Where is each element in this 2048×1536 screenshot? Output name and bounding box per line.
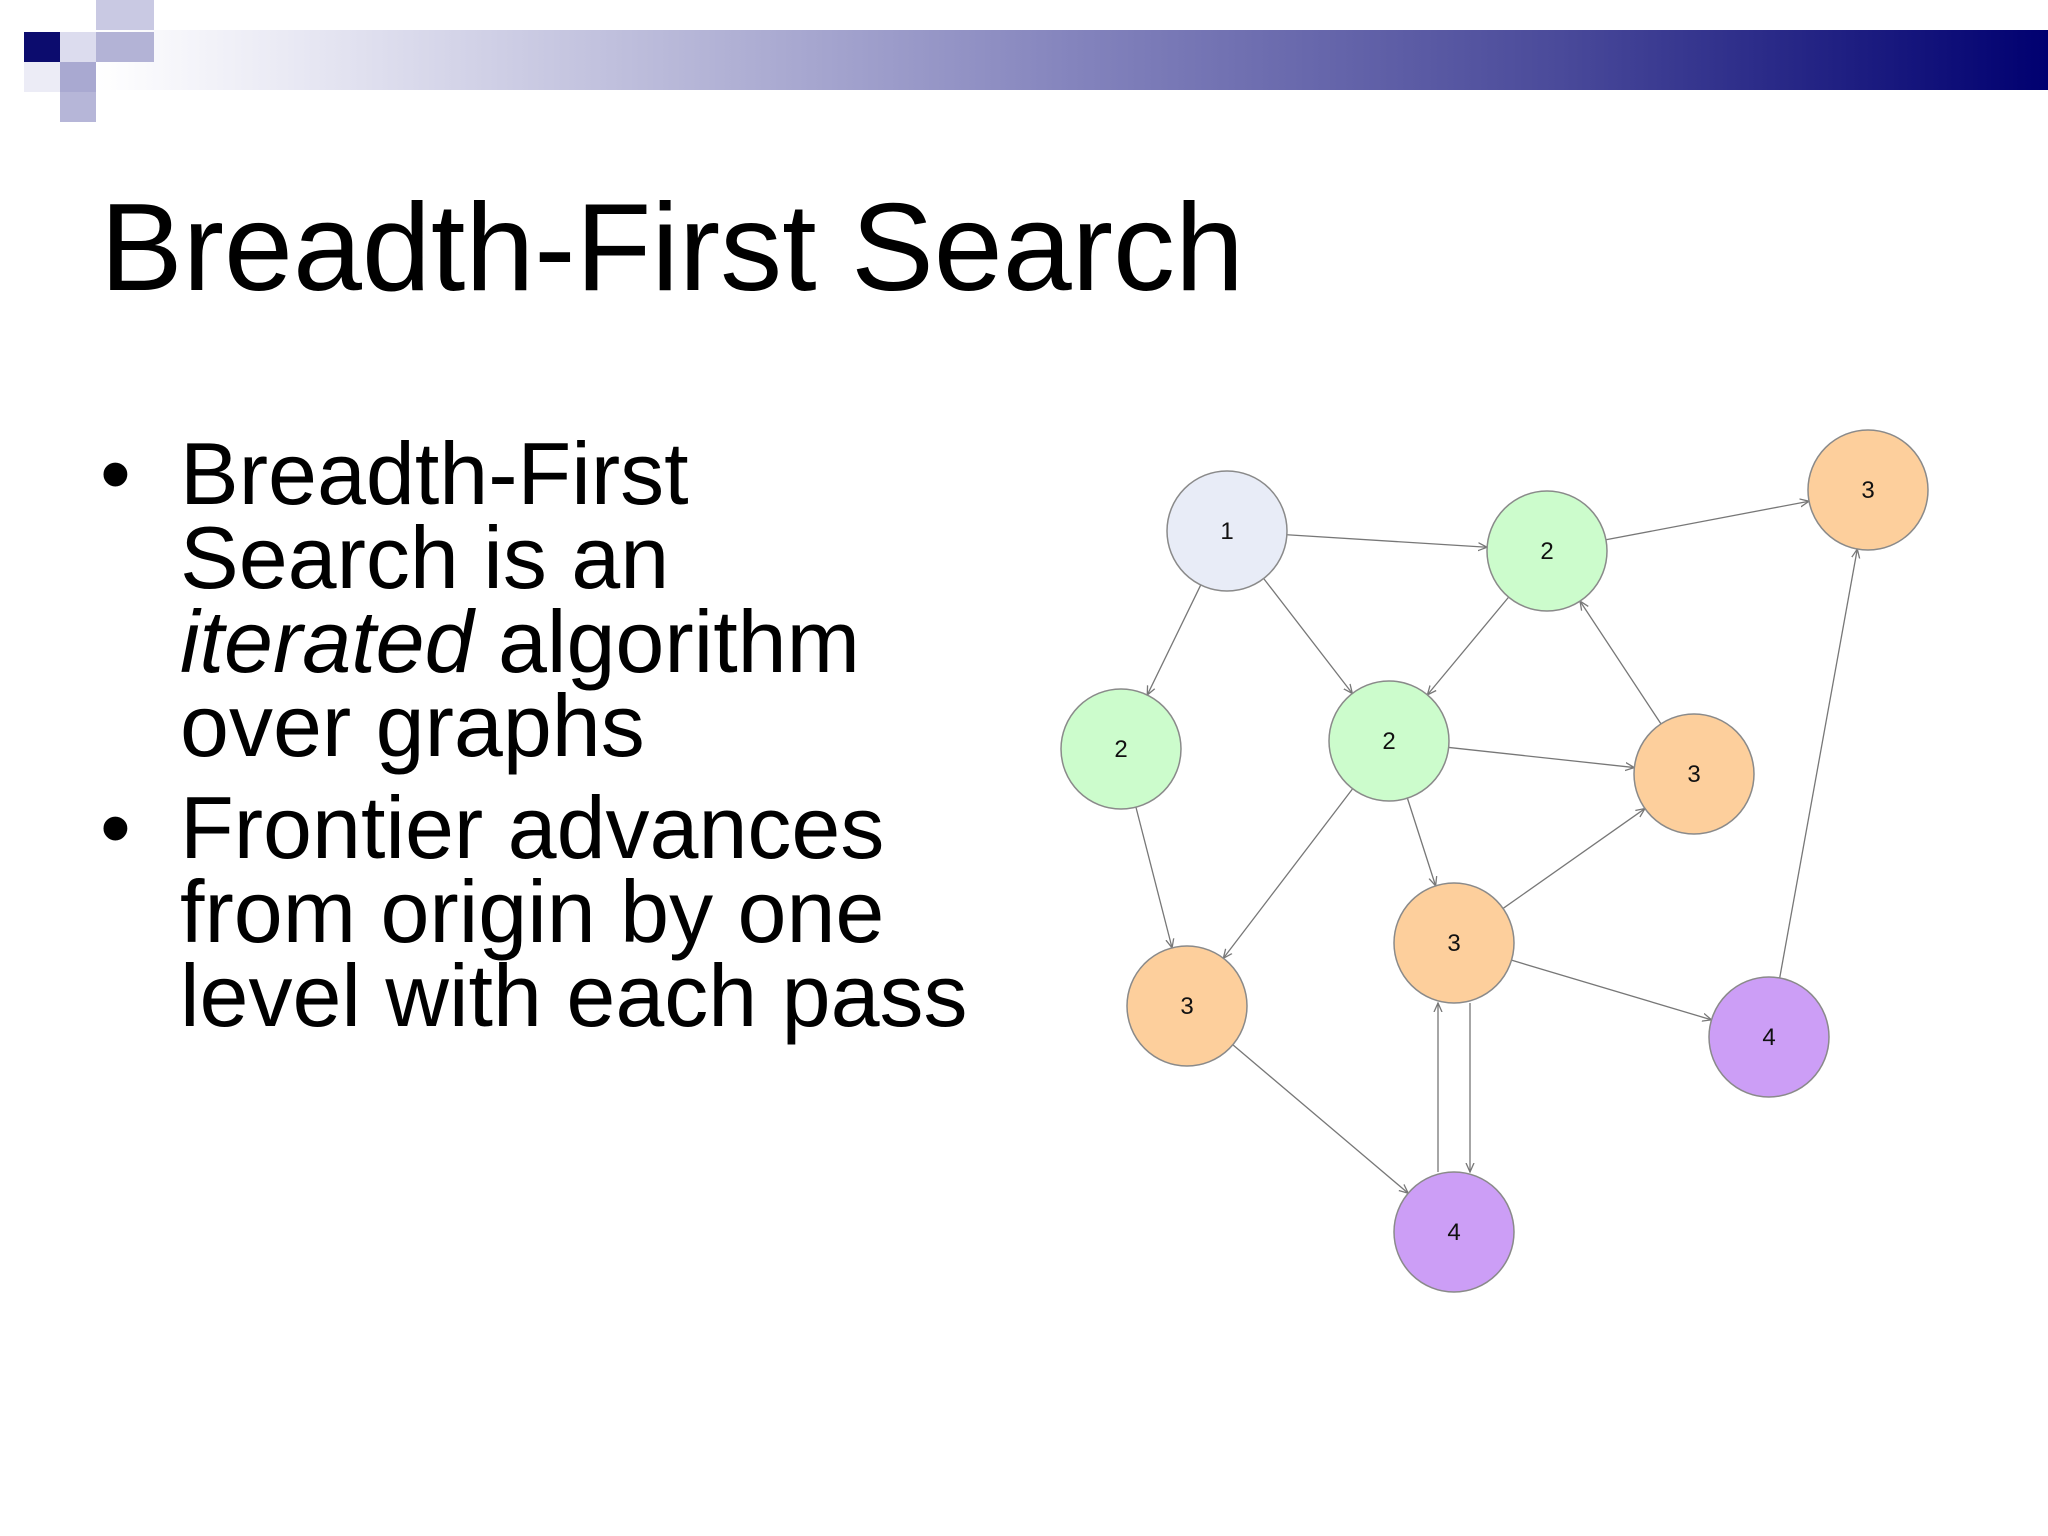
graph-node-circle	[1328, 680, 1450, 802]
graph-node-level-3: 3	[1126, 945, 1248, 1067]
graph-edge-n1-n2b	[1263, 578, 1353, 694]
graph-node-label: 2	[1540, 538, 1553, 565]
graph-edge-n3c-n4a	[1511, 959, 1711, 1020]
graph-node-circle	[1060, 688, 1182, 810]
bullet-line-rest: algorithm	[473, 592, 860, 691]
graph-node-circle	[1166, 470, 1288, 592]
graph-edge-n3c-n3b	[1502, 809, 1645, 909]
graph-node-label: 1	[1220, 518, 1233, 545]
graph-edge-n1-n2a	[1147, 584, 1202, 695]
graph-node-level-2: 2	[1486, 490, 1608, 612]
header-square	[24, 62, 60, 92]
graph-nodes: 1 2 2 2 3 3 3 3 4 4	[1060, 429, 1929, 1293]
graph-node-label: 3	[1861, 477, 1874, 504]
bullet-line: Search is an	[180, 508, 670, 607]
bullet-marker: •	[100, 778, 131, 877]
bullet-line: iterated algorithm	[180, 598, 1060, 686]
header-gradient-bar	[96, 30, 2048, 90]
header-square	[96, 32, 154, 62]
header-square	[60, 92, 96, 122]
bullet-marker: •	[100, 424, 131, 523]
graph-node-label: 3	[1180, 993, 1193, 1020]
graph-node-level-3: 3	[1393, 882, 1515, 1004]
header-square	[60, 32, 96, 62]
graph-node-label: 4	[1447, 1219, 1460, 1246]
graph-edge-n3b-n2c	[1580, 601, 1662, 725]
graph-node-label: 3	[1447, 930, 1460, 957]
graph-node-label: 2	[1114, 736, 1127, 763]
bullet-line: Frontier advances	[180, 778, 885, 877]
slide-header-decoration	[0, 0, 2048, 122]
graph-edge-n2b-n3a	[1223, 788, 1354, 959]
graph-node-circle	[1807, 429, 1929, 551]
graph-edge-n1-n2c	[1286, 534, 1487, 548]
graph-node-circle	[1126, 945, 1248, 1067]
bullet-item: • Breadth-First Search is an iterated al…	[100, 424, 1060, 775]
header-square	[96, 0, 154, 30]
graph-node-label: 4	[1762, 1024, 1775, 1051]
graph-edge-n4a-n3d	[1779, 549, 1858, 979]
graph-node-level-4: 4	[1708, 976, 1830, 1098]
graph-node-circle	[1393, 1171, 1515, 1293]
bullet-list: • Breadth-First Search is an iterated al…	[100, 424, 1060, 1056]
graph-node-level-2: 2	[1328, 680, 1450, 802]
bullet-item: • Frontier advances from origin by one l…	[100, 778, 1060, 1045]
graph-node-level-3: 3	[1633, 713, 1755, 835]
graph-node-label: 2	[1382, 728, 1395, 755]
bullet-line: level with each pass	[180, 946, 968, 1045]
italic-emphasis: iterated	[180, 592, 474, 691]
graph-node-circle	[1633, 713, 1755, 835]
graph-edge-n2a-n3a	[1135, 806, 1172, 948]
header-square	[24, 32, 60, 62]
graph-edge-n2b-n3b	[1448, 746, 1635, 767]
graph-node-circle	[1486, 490, 1608, 612]
graph-edge-n2c-n3d	[1605, 501, 1809, 541]
graph-node-circle	[1708, 976, 1830, 1098]
slide-title: Breadth-First Search	[100, 179, 1244, 317]
graph-edge-n3a-n4b	[1232, 1044, 1408, 1193]
bullet-line: over graphs	[180, 676, 645, 775]
graph-edge-n2c-n2b	[1427, 596, 1510, 695]
graph-node-label: 3	[1687, 761, 1700, 788]
graph-node-circle	[1393, 882, 1515, 1004]
bullet-line: from origin by one	[180, 862, 885, 961]
graph-edge-n2b-n3c	[1406, 797, 1435, 886]
bullet-line: Breadth-First	[180, 424, 689, 523]
graph-edges	[1135, 501, 1858, 1193]
graph-node-level-4: 4	[1393, 1171, 1515, 1293]
graph-node-level-2: 2	[1060, 688, 1182, 810]
graph-node-level-1: 1	[1166, 470, 1288, 592]
header-square	[60, 62, 96, 92]
graph-node-level-3: 3	[1807, 429, 1929, 551]
